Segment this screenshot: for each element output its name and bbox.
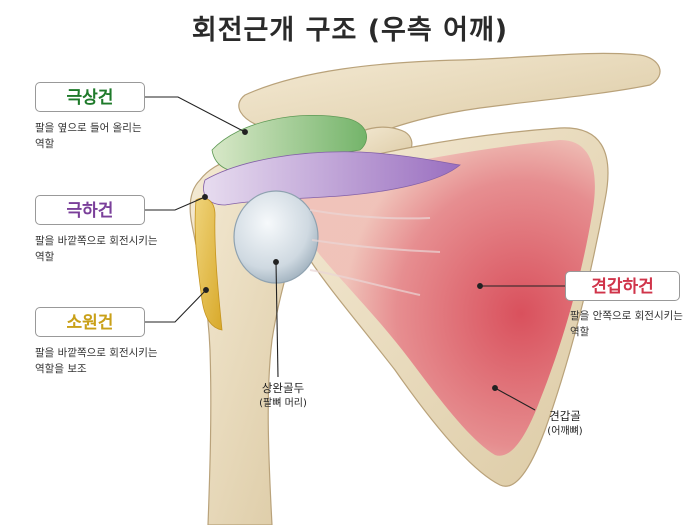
leader-teres-minor xyxy=(145,289,207,323)
leader-lines xyxy=(145,96,565,411)
supraspinatus-desc: 팔을 옆으로 들어 올리는 역할 xyxy=(35,120,142,152)
leader-supraspinatus xyxy=(145,96,246,133)
teres-minor-desc: 팔을 바깥쪽으로 회전시키는 역할을 보조 xyxy=(35,345,158,377)
teres-minor-label-box: 소원건 xyxy=(35,307,145,337)
scapula-sub: (어깨뼈) xyxy=(547,426,583,437)
humeral-head-label: 상완골두 (팔뼈 머리) xyxy=(248,380,318,412)
teres-minor-muscle xyxy=(194,197,223,331)
supraspinatus-name: 극상건 xyxy=(66,88,114,108)
humeral-head-sub: (팔뼈 머리) xyxy=(259,398,307,409)
scapula-name: 견갑골 xyxy=(549,409,581,423)
supraspinatus-desc-line1: 팔을 옆으로 들어 올리는 xyxy=(35,122,142,134)
leader-humeral-head xyxy=(275,261,279,378)
subscapularis-desc-line2: 역할 xyxy=(570,326,590,338)
leader-scapula xyxy=(494,387,536,411)
teres-minor-name: 소원건 xyxy=(66,313,114,333)
infraspinatus-name: 극하건 xyxy=(66,201,114,221)
teres-minor-desc-line1: 팔을 바깥쪽으로 회전시키는 xyxy=(35,347,158,359)
leader-infraspinatus xyxy=(145,196,206,211)
subscapularis-muscle xyxy=(299,140,595,456)
scapula-label: 견갑골 (어깨뼈) xyxy=(530,408,600,440)
supraspinatus-desc-line2: 역할 xyxy=(35,138,55,150)
infraspinatus-desc-line2: 역할 xyxy=(35,251,55,263)
subscapularis-desc-line1: 팔을 안쪽으로 회전시키는 xyxy=(570,310,683,322)
infraspinatus-desc-line1: 팔을 바깥쪽으로 회전시키는 xyxy=(35,235,158,247)
humeral-head-name: 상완골두 xyxy=(261,381,305,395)
supraspinatus-label-box: 극상건 xyxy=(35,82,145,112)
infraspinatus-label-box: 극하건 xyxy=(35,195,145,225)
infraspinatus-desc: 팔을 바깥쪽으로 회전시키는 역할 xyxy=(35,233,158,265)
subscapularis-name: 견갑하건 xyxy=(591,277,654,297)
page-title: 회전근개 구조 (우측 어깨) xyxy=(191,15,509,46)
subscapularis-label-box: 견갑하건 xyxy=(565,271,680,301)
subscapularis-desc: 팔을 안쪽으로 회전시키는 역할 xyxy=(570,308,683,340)
teres-minor-desc-line2: 역할을 보조 xyxy=(35,363,87,375)
